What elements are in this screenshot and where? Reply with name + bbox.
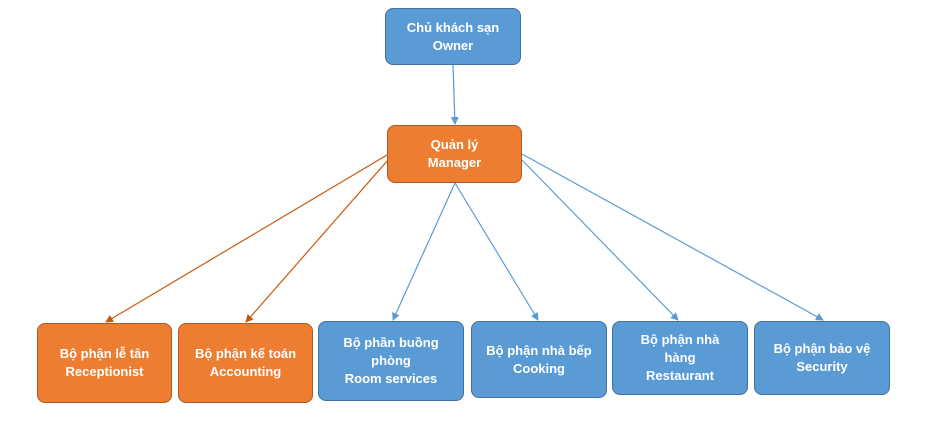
manager-node: Quản lý Manager [387, 125, 522, 183]
manager-label-en: Manager [427, 155, 482, 170]
cooking-label-vi: Bộ phận nhà bếp [486, 342, 592, 358]
arrow-manager-to-room-services [392, 182, 456, 321]
accounting-node: Bộ phận kế toán Accounting [178, 323, 313, 403]
cooking-node: Bộ phận nhà bếp Cooking [471, 321, 607, 398]
reception-label-vi: Bộ phận lễ tân [59, 346, 150, 361]
restaurant-label-vi-1: Bộ phận nhà [640, 332, 720, 347]
restaurant-label-en: Restaurant [646, 368, 714, 383]
owner-node: Chủ khách sạn Owner [385, 8, 521, 65]
restaurant-label-vi-2: hàng [664, 350, 696, 365]
cooking-label-en: Cooking [513, 360, 565, 376]
arrow-manager-to-cooking [454, 182, 539, 321]
arrow-owner-to-manager [450, 63, 459, 125]
reception-label-en: Receptionist [65, 364, 144, 379]
restaurant-node: Bộ phận nhà hàng Restaurant [612, 321, 748, 395]
room-services-node: Bộ phần buồng phòng Room services [318, 321, 464, 401]
arrow-manager-to-reception [105, 154, 388, 323]
owner-label-vi: Chủ khách sạn [406, 19, 500, 35]
security-label-vi: Bộ phận bảo vệ [773, 341, 871, 356]
arrow-manager-to-security [521, 153, 824, 321]
room-services-label-vi-2: phòng [371, 353, 411, 368]
reception-node: Bộ phận lễ tân Receptionist [37, 323, 172, 403]
manager-label-vi: Quản lý [430, 137, 479, 152]
security-label-en: Security [796, 359, 848, 374]
accounting-label-vi: Bộ phận kế toán [194, 346, 297, 361]
arrow-manager-to-restaurant [521, 159, 679, 321]
owner-label-en: Owner [432, 37, 474, 53]
accounting-label-en: Accounting [209, 364, 282, 379]
security-node: Bộ phận bảo vệ Security [754, 321, 890, 395]
room-services-label-en: Room services [344, 371, 438, 386]
arrow-manager-to-accounting [245, 159, 389, 323]
room-services-label-vi-1: Bộ phần buồng [343, 335, 439, 350]
